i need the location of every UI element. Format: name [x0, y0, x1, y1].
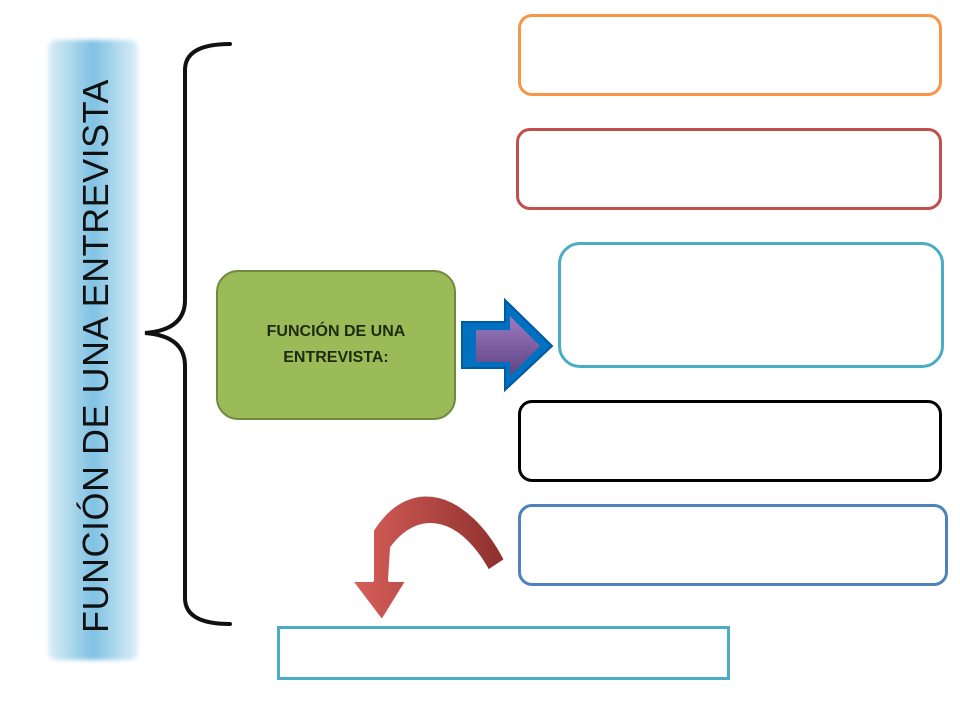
function-box-3	[558, 242, 944, 368]
function-box-1	[518, 14, 942, 96]
function-box-5	[518, 504, 948, 586]
curved-arrow-icon	[348, 492, 508, 624]
right-arrow-icon	[461, 297, 554, 393]
title-bar-background	[48, 40, 138, 660]
center-concept-box: FUNCIÓN DE UNA ENTREVISTA:	[216, 270, 456, 420]
center-concept-label: FUNCIÓN DE UNA ENTREVISTA:	[266, 323, 406, 366]
function-box-4	[518, 400, 942, 482]
result-box	[277, 626, 730, 680]
brace-icon	[144, 42, 232, 626]
function-box-2	[516, 128, 942, 210]
